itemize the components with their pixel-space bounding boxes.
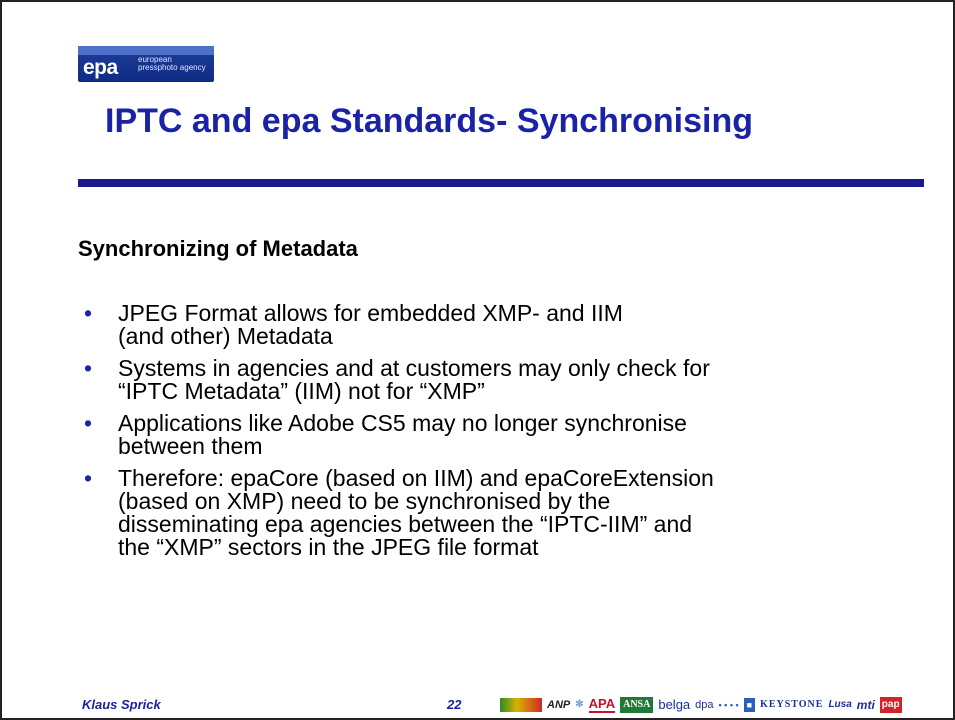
bullet-item: • Systems in agencies and at customers m… <box>78 357 938 403</box>
bullet-line: “IPTC Metadata” (IIM) not for “XMP” <box>118 378 485 404</box>
bullet-marker-icon: • <box>84 410 93 436</box>
flag-logo-icon <box>500 698 542 712</box>
logo-stripe <box>78 46 214 55</box>
keystone-logo: KEYSTONE <box>760 699 824 710</box>
bullet-line: between them <box>118 433 263 459</box>
bullet-line: the “XMP” sectors in the JPEG file forma… <box>118 534 539 560</box>
bullet-line: Systems in agencies and at customers may… <box>118 355 710 381</box>
belga-logo: belga <box>658 697 691 712</box>
square-logo-icon: ■ <box>743 698 756 712</box>
logo-subtext: european pressphoto agency <box>138 55 206 72</box>
bullet-line: Applications like Adobe CS5 may no longe… <box>118 410 687 436</box>
bullet-line: disseminating epa agencies between the “… <box>118 511 693 537</box>
ansa-logo: ANSA <box>620 697 654 713</box>
bullet-list: • JPEG Format allows for embedded XMP- a… <box>78 302 938 568</box>
mti-logo: mti <box>856 698 875 712</box>
bullet-marker-icon: • <box>84 465 93 491</box>
bullet-line: Therefore: epaCore (based on IIM) and ep… <box>118 465 714 491</box>
bullet-line: (based on XMP) need to be synchronised b… <box>118 488 611 514</box>
dots-divider-icon: • • • • <box>718 700 739 710</box>
title-rule <box>78 179 924 187</box>
section-heading: Synchronizing of Metadata <box>78 236 358 261</box>
efe-logo-icon: ✻ <box>575 699 584 710</box>
bullet-marker-icon: • <box>84 355 93 381</box>
page-number: 22 <box>447 697 462 712</box>
bullet-line: JPEG Format allows for embedded XMP- and… <box>118 300 623 326</box>
bullet-item: • Applications like Adobe CS5 may no lon… <box>78 412 938 458</box>
lusa-logo: Lusa <box>828 699 852 710</box>
pap-logo: pap <box>879 697 902 713</box>
apa-logo: APA <box>588 696 616 713</box>
dpa-logo: dpa <box>695 699 714 711</box>
bullet-item: • JPEG Format allows for embedded XMP- a… <box>78 302 938 348</box>
bullet-line: (and other) Metadata <box>118 323 333 349</box>
bullet-item: • Therefore: epaCore (based on IIM) and … <box>78 467 938 559</box>
logo-wordmark: epa <box>83 56 118 79</box>
epa-logo: epa european pressphoto agency <box>78 46 214 82</box>
partner-logos: ANP ✻ APA ANSA belga dpa • • • • ■ KEYST… <box>500 693 902 717</box>
anp-logo: ANP <box>547 699 571 711</box>
bullet-marker-icon: • <box>84 300 93 326</box>
slide-title: IPTC and epa Standards- Synchronising <box>105 102 753 140</box>
footer-author: Klaus Sprick <box>82 697 161 712</box>
